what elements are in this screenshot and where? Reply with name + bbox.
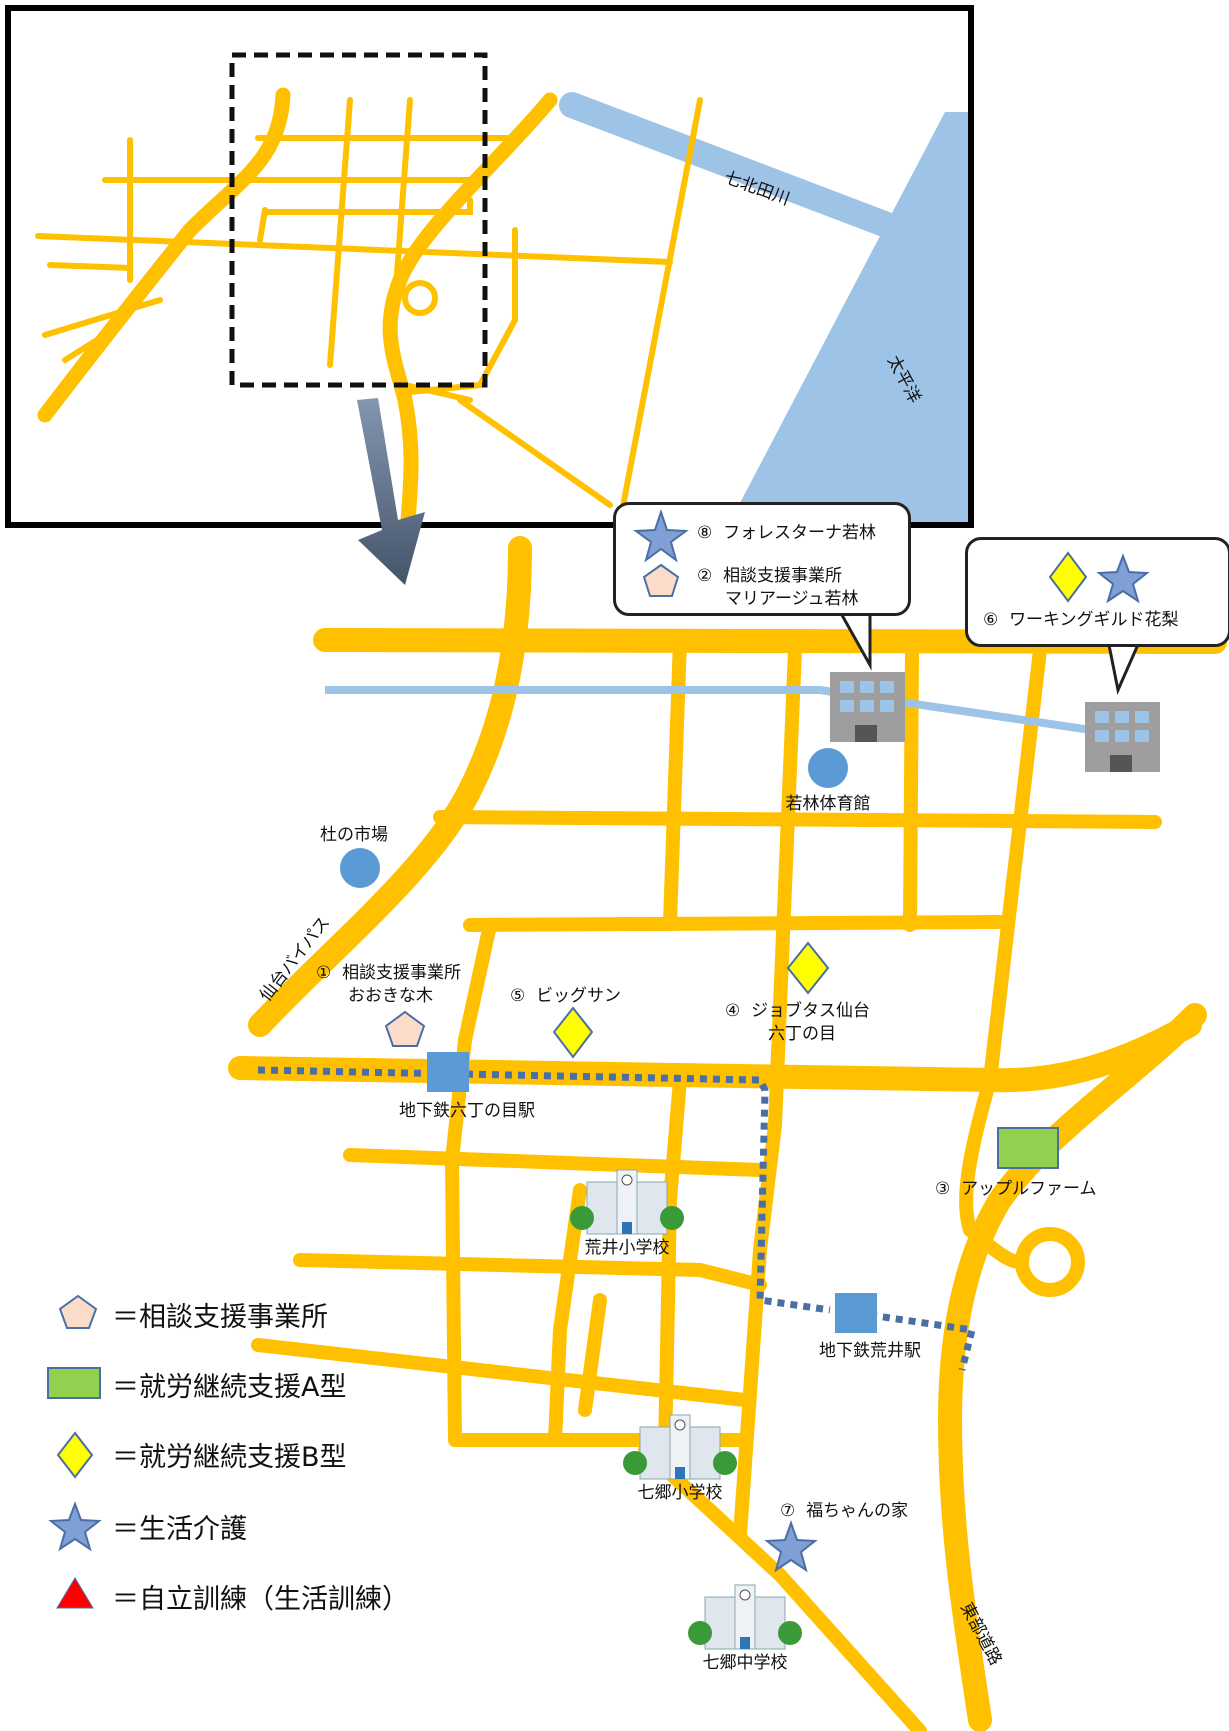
ocean-area <box>730 112 968 522</box>
station-arai-icon <box>835 1293 877 1333</box>
facility-6-label: ⑥ ワーキングギルド花梨 <box>983 610 1179 630</box>
building-icon <box>830 672 905 742</box>
station-arai-label: 地下鉄荒井駅 <box>819 1341 921 1361</box>
pentagon-icon <box>58 1294 98 1329</box>
legend-employment-a-label: ＝就労継続支援A型 <box>112 1372 347 1403</box>
facility-2-label: ② 相談支援事業所 <box>697 566 843 586</box>
facility-7-label: ⑦ 福ちゃんの家 <box>780 1501 909 1521</box>
bubble-pointer <box>1106 639 1142 695</box>
rectangle-icon <box>47 1367 101 1399</box>
landmark-gym-label: 若林体育館 <box>785 794 871 814</box>
inset-roads <box>35 87 703 530</box>
facility-1-name2: おおきな木 <box>348 986 433 1006</box>
pentagon-icon <box>384 1010 426 1047</box>
landmark-market-icon <box>340 848 380 888</box>
star-icon <box>48 1501 102 1552</box>
detail-roads <box>228 536 1227 1731</box>
station-rokuchonome-icon <box>427 1052 469 1092</box>
school-icon <box>570 1169 684 1235</box>
river <box>559 92 913 243</box>
star-icon <box>764 1519 818 1573</box>
facility-4-label: ④ ジョブタス仙台 <box>725 1001 871 1021</box>
school-shichigo-elem-label: 七郷小学校 <box>637 1483 723 1503</box>
facility-5-label: ⑤ ビッグサン <box>510 986 622 1006</box>
school-icon <box>688 1584 802 1650</box>
subway-line <box>257 1066 977 1371</box>
diamond-icon <box>56 1431 94 1479</box>
legend-employment-b-label: ＝就労継続支援B型 <box>112 1442 347 1473</box>
legend-life-care-label: ＝生活介護 <box>112 1514 247 1545</box>
station-rokuchonome-label: 地下鉄六丁の目駅 <box>399 1101 535 1121</box>
bubble-pointer <box>836 607 872 671</box>
school-arai-label: 荒井小学校 <box>584 1238 670 1258</box>
diamond-icon <box>786 941 830 995</box>
facility-1-label: ① 相談支援事業所 <box>316 963 462 983</box>
facility-2-name2: マリアージュ若林 <box>725 589 859 609</box>
building-icon <box>1085 702 1160 772</box>
legend-independence-label: ＝自立訓練（生活訓練） <box>112 1584 409 1615</box>
facility-8-label: ⑧ フォレスターナ若林 <box>697 523 877 543</box>
school-icon <box>623 1414 737 1480</box>
landmark-market-label: 杜の市場 <box>320 825 388 845</box>
school-shichigo-jr-label: 七郷中学校 <box>702 1653 788 1673</box>
diamond-icon <box>552 1006 594 1059</box>
legend-consultation-label: ＝相談支援事業所 <box>112 1302 328 1333</box>
landmark-gym-icon <box>808 748 848 788</box>
facility-4-name2: 六丁の目 <box>768 1024 836 1044</box>
rectangle-icon <box>997 1127 1059 1169</box>
facility-3-label: ③ アップルファーム <box>935 1179 1097 1199</box>
inset-map <box>5 5 974 530</box>
focus-area-box <box>229 52 488 388</box>
zoom-arrow-icon <box>357 398 425 585</box>
triangle-icon <box>56 1577 94 1609</box>
river-detail <box>325 686 1126 739</box>
